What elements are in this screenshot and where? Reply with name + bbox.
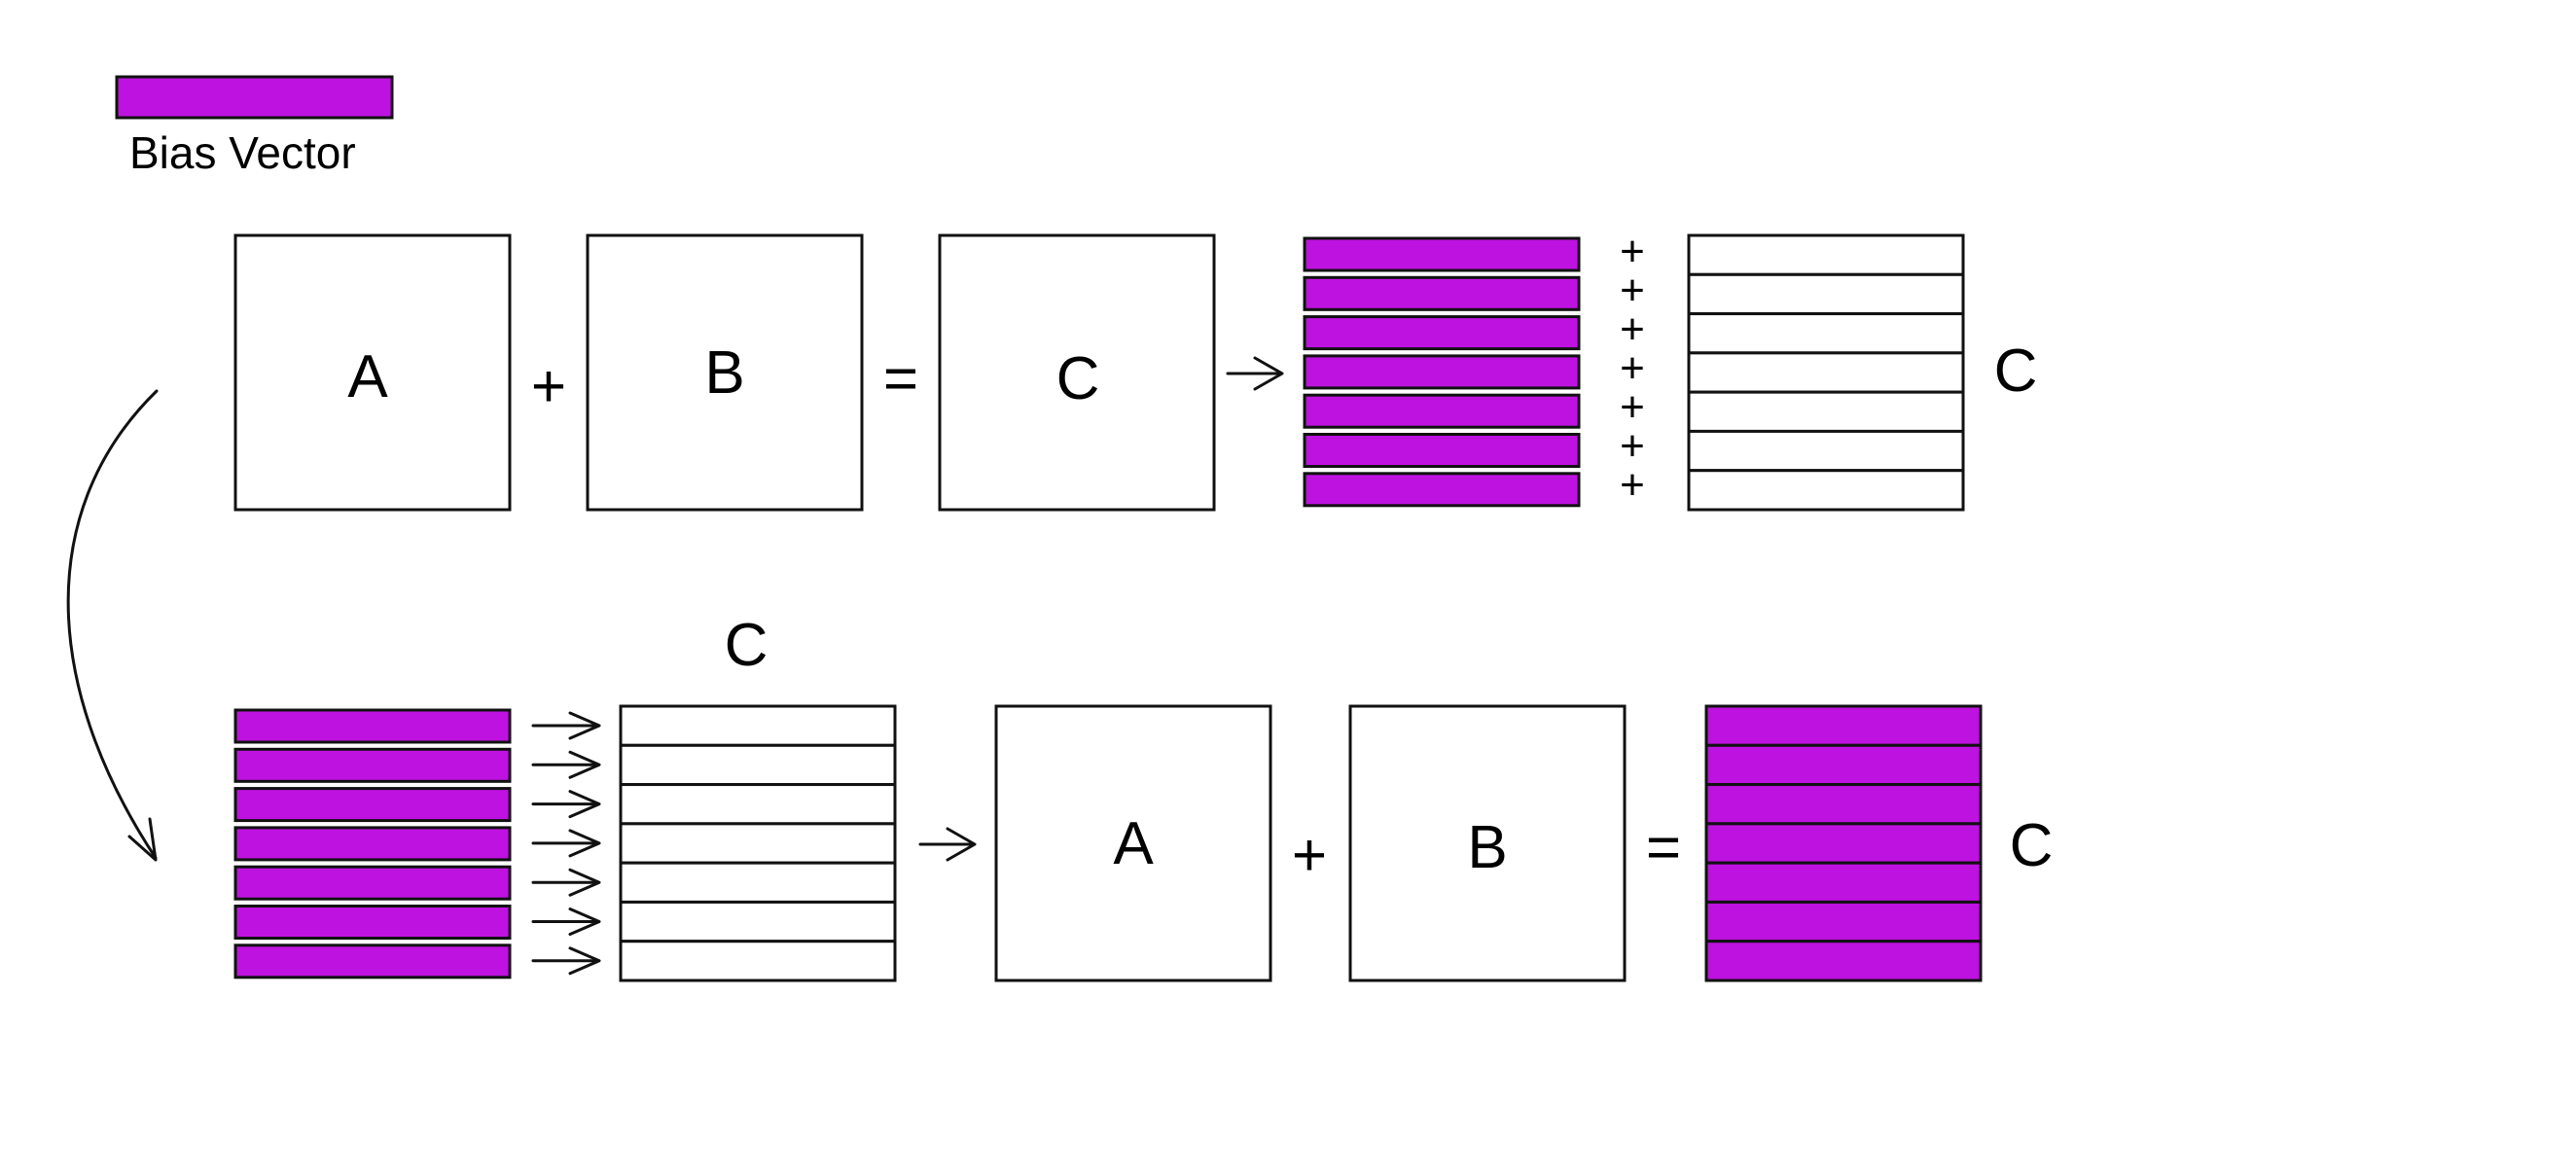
bias-row-bar <box>1303 236 1581 272</box>
bias-row-bar <box>1303 433 1581 468</box>
row-arrow <box>531 946 601 976</box>
c-row-cell <box>619 900 897 944</box>
c-row-cell <box>1687 351 1965 394</box>
bias-row-bar <box>233 905 512 940</box>
row-arrow <box>531 829 601 858</box>
result-biased-row <box>1704 704 1983 747</box>
top-bias-stack <box>1303 236 1581 508</box>
bias-row-bar <box>1303 275 1581 311</box>
c-row-cell <box>619 940 897 982</box>
top-matrix-b-label: B <box>704 339 744 407</box>
bottom-result-matrix <box>1704 704 1983 982</box>
legend-label: Bias Vector <box>129 127 356 178</box>
bias-row-bar <box>233 747 512 783</box>
bias-row-bar <box>1303 354 1581 390</box>
c-row-cell <box>1687 233 1965 276</box>
top-row: A + B = C + + + + + + + C <box>233 228 2038 512</box>
bottom-bias-stack <box>233 708 512 979</box>
row-plus-sign: + <box>1620 383 1645 431</box>
legend-bias-swatch <box>115 75 394 120</box>
row-plus-sign: + <box>1620 422 1645 470</box>
bottom-equals-sign: = <box>1646 814 1681 881</box>
result-biased-row <box>1704 743 1983 787</box>
row-arrow <box>531 908 601 936</box>
top-equals-sign: = <box>883 345 918 412</box>
c-row-cell <box>619 822 897 865</box>
c-row-cell <box>1687 272 1965 316</box>
result-biased-row <box>1704 861 1983 904</box>
bottom-matrix-b-label: B <box>1467 814 1507 881</box>
bottom-matrix-a-label: A <box>1113 810 1154 877</box>
bias-row-bar <box>233 787 512 823</box>
bottom-matrix-a: A <box>994 704 1272 982</box>
bottom-row-arrows <box>531 711 601 976</box>
top-result-c-label: C <box>1994 338 2038 405</box>
bias-row-bar <box>233 865 512 901</box>
c-row-cell <box>619 783 897 826</box>
bottom-result-c-label: C <box>2010 812 2054 879</box>
top-plus-column: + + + + + + + <box>1620 228 1645 509</box>
result-biased-row <box>1704 783 1983 826</box>
bias-row-bar <box>1303 393 1581 429</box>
top-right-arrow <box>1226 356 1284 391</box>
curved-transition-arrow <box>66 389 159 862</box>
bias-row-bar <box>233 708 512 744</box>
bias-row-bar <box>1303 472 1581 508</box>
bottom-row: C A + B = C <box>233 612 2054 982</box>
row-arrow <box>531 711 601 740</box>
top-matrix-a: A <box>233 233 512 512</box>
row-plus-sign: + <box>1620 228 1645 275</box>
top-c-row-matrix <box>1687 233 1965 512</box>
c-row-cell <box>619 704 897 747</box>
bias-row-bar <box>233 826 512 862</box>
bottom-plus-sign: + <box>1292 822 1327 889</box>
result-biased-row <box>1704 822 1983 865</box>
row-plus-sign: + <box>1620 461 1645 509</box>
top-matrix-a-label: A <box>347 343 388 410</box>
c-row-cell <box>1687 390 1965 433</box>
bottom-c-label: C <box>725 612 769 679</box>
row-plus-sign: + <box>1620 267 1645 314</box>
c-row-cell <box>1687 469 1965 512</box>
bottom-matrix-b: B <box>1348 704 1627 982</box>
c-row-cell <box>1687 312 1965 355</box>
top-matrix-b: B <box>586 233 864 512</box>
row-arrow <box>531 868 601 897</box>
bias-row-bar <box>1303 315 1581 351</box>
row-plus-sign: + <box>1620 344 1645 392</box>
row-arrow <box>531 790 601 819</box>
row-plus-sign: + <box>1620 305 1645 353</box>
c-row-cell <box>1687 429 1965 473</box>
c-row-cell <box>619 861 897 904</box>
row-arrow <box>531 750 601 779</box>
c-row-cell <box>619 743 897 787</box>
result-biased-row <box>1704 900 1983 944</box>
top-plus-sign: + <box>531 353 566 420</box>
result-biased-row <box>1704 940 1983 982</box>
bottom-right-arrow <box>918 827 977 862</box>
bottom-c-row-matrix <box>619 704 897 982</box>
top-matrix-c-label: C <box>1056 345 1100 412</box>
top-matrix-c: C <box>938 233 1216 512</box>
legend: Bias Vector <box>115 75 394 178</box>
bias-row-bar <box>233 944 512 979</box>
